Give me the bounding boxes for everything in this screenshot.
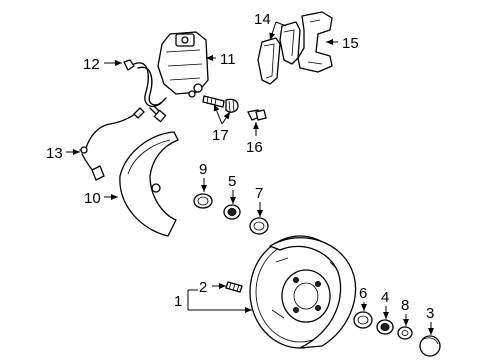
- caliper-bracket: [297, 11, 333, 73]
- callout-3: 3: [426, 305, 434, 322]
- callout-10: 10: [84, 190, 101, 207]
- callout-6: 6: [359, 285, 367, 302]
- callout-14: 14: [254, 11, 271, 28]
- seal-6: [353, 311, 373, 329]
- bleeder-screw: [247, 109, 267, 121]
- leader-14: [275, 21, 287, 27]
- grease-cap-3: [419, 335, 441, 357]
- callout-15: 15: [342, 35, 359, 52]
- brake-pad-outer: [279, 21, 301, 65]
- leader-17a: [213, 103, 223, 125]
- race-7: [249, 217, 269, 235]
- caliper-pin: [202, 95, 239, 113]
- abs-sensor-wire: [79, 107, 145, 181]
- bearing-5: [223, 204, 241, 220]
- leader-14b: [269, 21, 277, 41]
- brake-hose: [123, 59, 167, 123]
- rotor-hub-assembly: [249, 235, 357, 349]
- leader-17b: [221, 111, 231, 125]
- callout-12: 12: [83, 56, 100, 73]
- callout-8: 8: [401, 297, 409, 314]
- callout-1: 1: [174, 293, 182, 310]
- callout-11: 11: [220, 51, 236, 68]
- callout-13: 13: [46, 145, 63, 162]
- callout-9: 9: [199, 161, 207, 178]
- callout-4: 4: [381, 289, 389, 306]
- callout-7: 7: [255, 185, 263, 202]
- caliper: [157, 31, 209, 98]
- callout-5: 5: [228, 173, 236, 190]
- callout-17: 17: [212, 127, 229, 144]
- brake-pad-inner: [257, 37, 281, 85]
- callout-16: 16: [246, 139, 263, 156]
- bearing-4: [376, 319, 394, 335]
- splash-shield: [119, 131, 179, 237]
- washer-8: [397, 326, 413, 340]
- seal-9: [193, 193, 213, 209]
- callout-2: 2: [199, 279, 207, 296]
- wheel-stud: [225, 281, 243, 293]
